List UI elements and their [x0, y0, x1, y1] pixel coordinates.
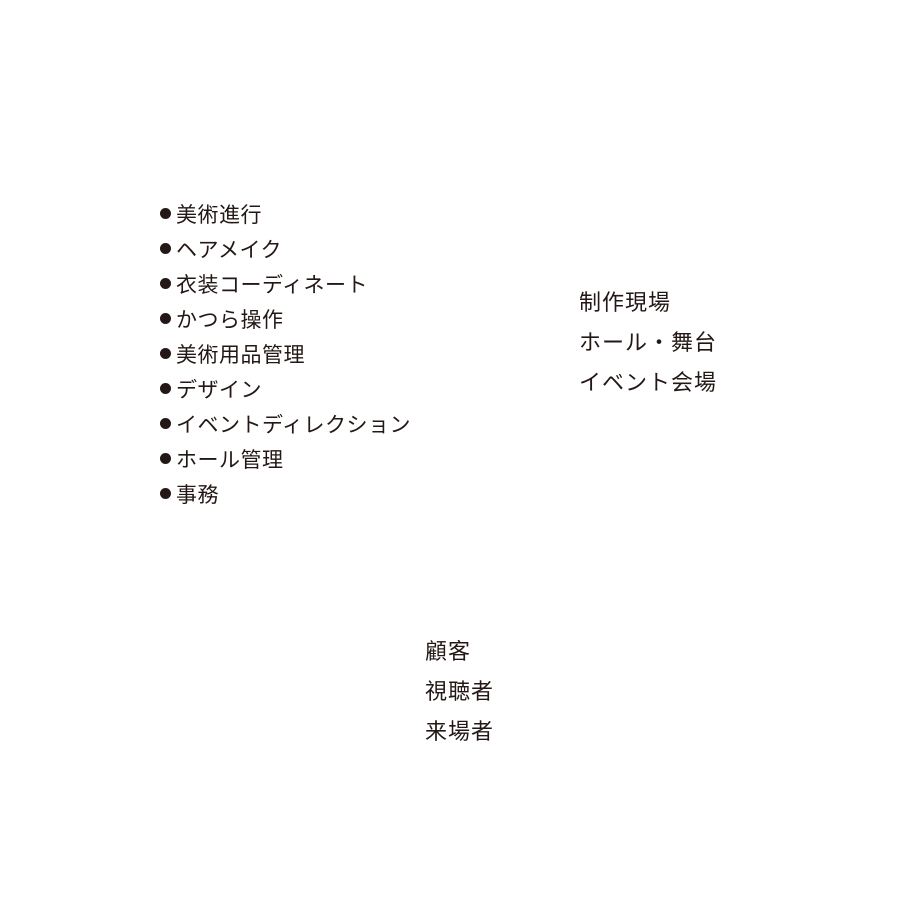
role-item: 衣装コーディネート [160, 266, 411, 301]
role-label: 事務 [176, 482, 219, 507]
customer-item: 来場者 [425, 720, 495, 745]
workplace-item: イベント会場 [579, 371, 718, 396]
role-item: ヘアメイク [160, 231, 411, 266]
role-list: 美術進行 ヘアメイク 衣装コーディネート かつら操作 美術用品管理 デザイン イ… [160, 196, 411, 511]
role-item: 事務 [160, 476, 411, 511]
workplace-item: 制作現場 [579, 291, 672, 316]
role-label: かつら操作 [176, 307, 284, 332]
bullet-icon [160, 453, 171, 464]
role-item: デザイン [160, 371, 411, 406]
role-item: かつら操作 [160, 301, 411, 336]
role-label: 衣装コーディネート [176, 272, 369, 297]
bullet-icon [160, 418, 171, 429]
workplace-item: ホール・舞台 [579, 331, 718, 356]
role-label: ヘアメイク [176, 237, 283, 262]
role-label: イベントディレクション [176, 412, 412, 437]
customer-list: 顧客 視聴者 来場者 [425, 633, 494, 753]
bullet-icon [160, 243, 171, 254]
bullet-icon [160, 208, 171, 219]
role-label: ホール管理 [176, 447, 284, 472]
customer-item: 視聴者 [425, 680, 495, 705]
bullet-icon [160, 348, 171, 359]
role-item: イベントディレクション [160, 406, 411, 441]
bullet-icon [160, 488, 171, 499]
role-label: デザイン [176, 377, 262, 402]
role-label: 美術用品管理 [176, 342, 305, 367]
role-label: 美術進行 [176, 202, 262, 227]
bullet-icon [160, 278, 171, 289]
role-item: ホール管理 [160, 441, 411, 476]
customer-item: 顧客 [425, 640, 472, 665]
role-item: 美術用品管理 [160, 336, 411, 371]
bullet-icon [160, 383, 171, 394]
bullet-icon [160, 313, 171, 324]
role-item: 美術進行 [160, 196, 411, 231]
workplace-list: 制作現場 ホール・舞台 イベント会場 [579, 284, 717, 404]
